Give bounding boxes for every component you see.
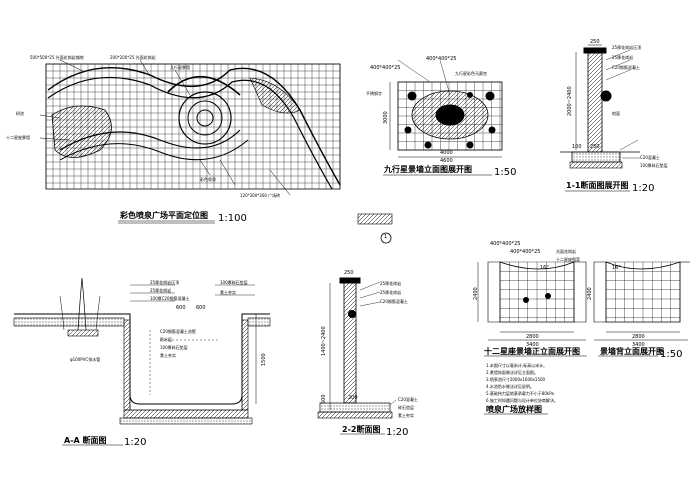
dim-label: 16° bbox=[612, 265, 621, 271]
note-label: 素土夯实 bbox=[160, 353, 176, 358]
note-label: 25厚花岗岩 bbox=[380, 281, 402, 286]
title-nine-planets: 九行星景墙立面图展开图 bbox=[384, 165, 472, 174]
note-label: 素土夯实 bbox=[220, 290, 236, 295]
note-label: 素土夯实 bbox=[398, 413, 414, 418]
scale-section-a-a: 1:20 bbox=[124, 437, 147, 448]
title-zodiac: 十二星座景墙正立面展开图 bbox=[484, 347, 580, 356]
note-label: φ100PVC排水管 bbox=[70, 357, 101, 362]
dim-label: 200 bbox=[348, 395, 358, 401]
scale-section-2-2: 1:20 bbox=[386, 427, 409, 438]
note-label: 不锈钢字 bbox=[366, 91, 382, 96]
dim-label: 4600 bbox=[440, 158, 453, 164]
note-label: 九行星彩色马赛克 bbox=[455, 71, 487, 76]
dim-label: 3000 bbox=[383, 111, 389, 124]
plan-view bbox=[39, 59, 341, 196]
note-label: 防水层 bbox=[160, 337, 172, 342]
plan-note: 500*500*25 光面花岗岩铺地 bbox=[30, 55, 84, 60]
nine-planets-elevation bbox=[389, 59, 503, 158]
title-section-2-2: 2-2断面图 bbox=[342, 425, 381, 434]
dim-label: 2800 bbox=[526, 334, 539, 340]
title-back-elevation: 景墙背立面展开图 bbox=[600, 347, 664, 356]
note-label: 25厚花岗岩压顶 bbox=[150, 280, 180, 285]
dim-label: 1500 bbox=[261, 353, 267, 366]
note-label: C20钢筋混凝土池壁 bbox=[160, 329, 196, 334]
title-section-a-a: A-A 断面图 bbox=[64, 436, 107, 445]
note-label: 25厚花岗岩 bbox=[150, 288, 172, 293]
detail-marker bbox=[357, 213, 393, 244]
dim-label: 250 bbox=[590, 39, 600, 45]
detail-note: 4.水池防水做法详见说明。 bbox=[486, 384, 534, 389]
plan-note: 十二星座景墙 bbox=[6, 135, 30, 140]
note-label: 25厚花岗岩压顶 bbox=[612, 45, 642, 50]
plan-note: 九行星景墙 bbox=[170, 65, 190, 70]
plan-note: 树池 bbox=[16, 111, 24, 116]
note-label: 25厚花岗岩 bbox=[612, 55, 634, 60]
dim-label: 16° bbox=[540, 265, 549, 271]
detail-note: 2.景墙饰面做法详见立面图。 bbox=[486, 370, 538, 375]
note-label: 十二星座图案 bbox=[556, 257, 580, 262]
note-label: C20混凝土 bbox=[398, 397, 418, 402]
title-section-1-1: 1-1断面图展开图 bbox=[566, 181, 629, 190]
zodiac-front-elevation bbox=[477, 261, 587, 341]
dim-label: 400*400*25 bbox=[490, 241, 521, 247]
dim-label: 3400 bbox=[526, 342, 539, 348]
note-label: 地面 bbox=[612, 111, 620, 116]
dim-label: 250 bbox=[590, 144, 600, 150]
note-label: 碎石垫层 bbox=[398, 405, 414, 410]
dim-label: 400*400*25 bbox=[370, 65, 401, 71]
note-label: 100厚C20钢筋混凝土 bbox=[150, 296, 190, 301]
dim-label: 4000 bbox=[440, 150, 453, 156]
detail-note: 6.施工时如遇问题与设计单位协商解决。 bbox=[486, 398, 558, 403]
title-detail: 喷泉广场放样图 bbox=[486, 405, 542, 414]
note-label: 100厚碎石垫层 bbox=[160, 345, 188, 350]
dim-label: 400*400*25 bbox=[426, 56, 457, 62]
detail-note: 5.基础持力层地基承载力不小于80kPa bbox=[486, 391, 554, 396]
back-elevation bbox=[593, 261, 690, 341]
title-plan: 彩色喷泉广场平面定位图 bbox=[120, 211, 208, 220]
dim-label: 1400~2400 bbox=[321, 326, 327, 356]
dim-label: 400*400*25 bbox=[510, 249, 541, 255]
note-label: 光面花岗岩 bbox=[556, 249, 576, 254]
detail-note: 1.本图尺寸以毫米计,标高以米计。 bbox=[486, 363, 548, 368]
note-label: 100厚碎石垫层 bbox=[220, 280, 248, 285]
section-2-2 bbox=[317, 277, 397, 419]
note-label: 100厚碎石垫层 bbox=[640, 163, 668, 168]
dim-label: 500 bbox=[321, 394, 327, 404]
section-1-1 bbox=[560, 44, 640, 169]
scale-zodiac: 1:50 bbox=[660, 349, 683, 360]
note-label: C20钢筋混凝土 bbox=[612, 65, 640, 70]
note-label: C20混凝土 bbox=[640, 155, 660, 160]
dim-label: 2000~2400 bbox=[567, 86, 573, 116]
scale-section-1-1: 1:20 bbox=[632, 183, 655, 194]
dim-label: 600 bbox=[196, 305, 206, 311]
dim-label: 100 bbox=[572, 144, 582, 150]
dim-label: 600 bbox=[176, 305, 186, 311]
dim-label: 250 bbox=[344, 270, 354, 276]
note-label: 25厚花岗岩 bbox=[380, 290, 402, 295]
plan-note: 120*300*300 广场砖 bbox=[240, 193, 281, 198]
dim-label: 2400 bbox=[473, 287, 479, 300]
scale-nine-planets: 1:50 bbox=[494, 167, 517, 178]
scale-plan: 1:100 bbox=[218, 213, 247, 224]
note-label: C20钢筋混凝土 bbox=[380, 299, 408, 304]
dim-label: 2800 bbox=[632, 334, 645, 340]
plan-note: 200*200*25 光面花岗岩 bbox=[110, 55, 156, 60]
dim-label: 3400 bbox=[632, 342, 645, 348]
detail-marker-label: 1 bbox=[384, 234, 388, 240]
plan-note: 彩色喷泉 bbox=[200, 177, 216, 182]
detail-note: 3.喷泉池尺寸2000x1600x1500 bbox=[486, 377, 546, 382]
section-a-a bbox=[13, 277, 271, 425]
dim-label: 2400 bbox=[587, 287, 593, 300]
